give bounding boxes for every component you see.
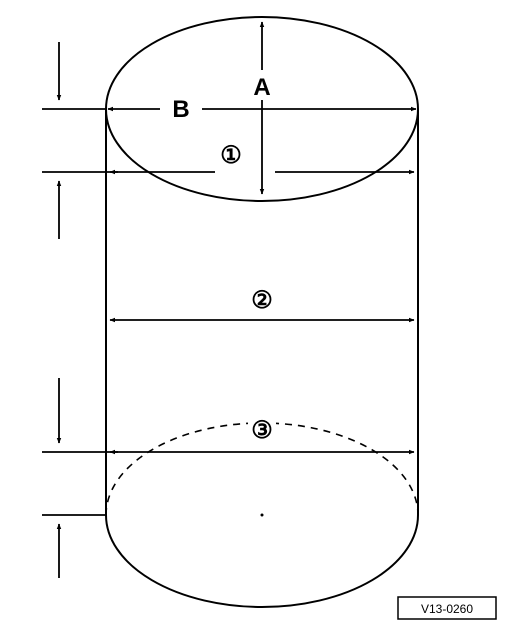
- label-3-bg: [248, 415, 276, 443]
- top-height-dimension: [42, 42, 118, 239]
- label-section-1: ①: [220, 142, 242, 169]
- bottom-center-dot: [260, 513, 264, 517]
- reference-code-box: V13-0260: [397, 596, 497, 620]
- label-section-2: ②: [251, 287, 273, 314]
- bottom-height-dimension: [42, 378, 118, 578]
- label-b: B: [172, 96, 189, 123]
- label-a-bg: [248, 73, 274, 99]
- label-section-3: ③: [251, 417, 273, 444]
- bottom-front-arc: [105, 514, 419, 608]
- reference-code: V13-0260: [421, 602, 473, 616]
- label-2-bg: [248, 286, 276, 314]
- label-a: A: [253, 74, 270, 101]
